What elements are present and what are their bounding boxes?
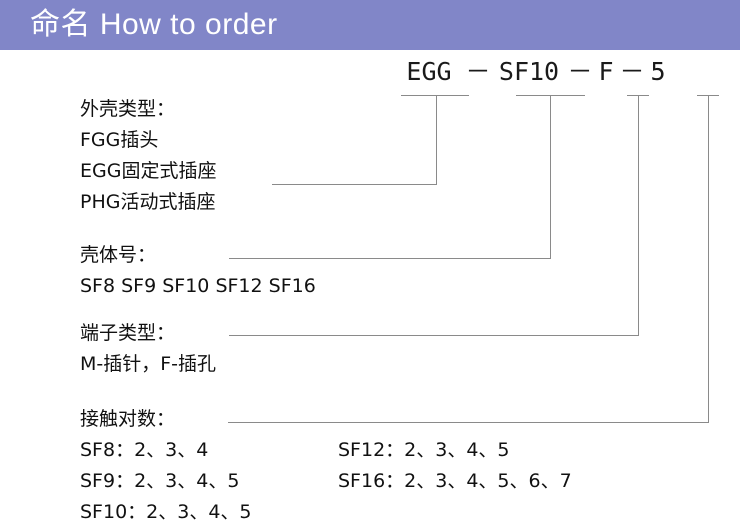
contact-pairs-right-column: SF12：2、3、4、5 SF16：2、3、4、5、6、7: [338, 435, 572, 497]
leader-horizontal-shell-size: [229, 258, 551, 259]
leader-vertical-contact-type: [638, 95, 639, 335]
leader-horizontal-shell-type: [272, 184, 437, 185]
block-shell-number-title: 壳体号：: [80, 244, 157, 266]
block-shell-type-title: 外壳类型：: [80, 98, 176, 120]
contact-pairs-right-row-1: SF12：2、3、4、5: [338, 439, 510, 461]
block-terminal-type: 端子类型： M-插针，F-插孔: [80, 318, 216, 380]
block-contact-pairs-title: 接触对数：: [80, 408, 176, 430]
block-terminal-type-line-1: M-插针，F-插孔: [80, 353, 217, 375]
block-shell-number-line-1: SF8 SF9 SF10 SF12 SF16: [80, 275, 316, 297]
block-shell-type-line-3: PHG活动式插座: [80, 191, 216, 213]
code-segment-contact-type: F: [598, 57, 614, 86]
contact-pairs-left-column: SF8：2、3、4 SF9：2、3、4、5 SF10：2、3、4、5: [80, 435, 252, 528]
block-shell-type-line-2: EGG固定式插座: [80, 160, 217, 182]
code-segment-shell-size: SF10: [498, 57, 560, 86]
block-contact-pairs: 接触对数： SF8：2、3、4 SF9：2、3、4、5 SF10：2、3、4、5…: [80, 404, 572, 528]
leader-horizontal-contact-count: [228, 422, 709, 423]
block-terminal-type-title: 端子类型：: [80, 322, 176, 344]
contact-pairs-left-row-2: SF9：2、3、4、5: [80, 470, 240, 492]
leader-vertical-shell-type: [436, 95, 437, 184]
leader-vertical-contact-count: [708, 95, 709, 422]
contact-pairs-left-row-3: SF10：2、3、4、5: [80, 501, 252, 523]
code-segment-shell-type: EGG: [406, 57, 452, 86]
code-separator-1: －: [465, 57, 491, 86]
code-separator-2: －: [567, 57, 593, 86]
leader-horizontal-contact-type: [229, 335, 639, 336]
leader-vertical-shell-size: [550, 95, 551, 258]
page-title: 命名 How to order: [30, 8, 278, 41]
part-number-code: EGG－SF10－F－5: [395, 55, 725, 89]
leader-cap-shell-type: [401, 95, 469, 96]
block-shell-number: 壳体号： SF8 SF9 SF10 SF12 SF16: [80, 240, 316, 302]
contact-pairs-columns: SF8：2、3、4 SF9：2、3、4、5 SF10：2、3、4、5 SF12：…: [80, 435, 572, 528]
contact-pairs-right-row-2: SF16：2、3、4、5、6、7: [338, 470, 572, 492]
block-shell-type: 外壳类型： FGG插头 EGG固定式插座 PHG活动式插座: [80, 94, 216, 218]
header-bar: [0, 0, 740, 50]
code-segment-contact-count: 5: [650, 57, 666, 86]
code-separator-3: －: [619, 57, 645, 86]
block-shell-type-line-1: FGG插头: [80, 129, 159, 151]
contact-pairs-left-row-1: SF8：2、3、4: [80, 439, 209, 461]
